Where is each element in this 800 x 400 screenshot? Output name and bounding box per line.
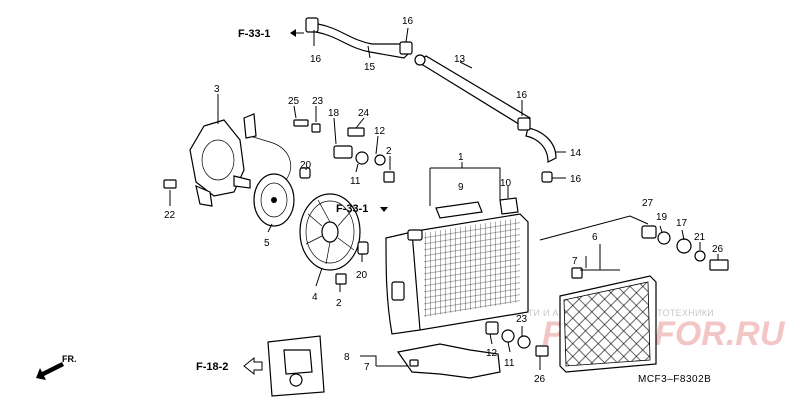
hose-14	[517, 117, 557, 183]
callout-23: 23	[312, 96, 324, 107]
callout-17: 17	[676, 218, 688, 229]
callout-8: 8	[344, 352, 350, 363]
callout-12: 12	[486, 348, 498, 359]
callouts: 16 15 16 13 16 14 16 1 9 10 3 25 23 18 2…	[164, 16, 724, 385]
callout-14: 14	[570, 148, 582, 159]
callout-3: 3	[214, 84, 220, 95]
callout-25: 25	[288, 96, 300, 107]
front-direction-label: FR.	[62, 354, 77, 364]
callout-22: 22	[164, 210, 176, 221]
callout-7: 7	[572, 256, 578, 267]
fan-motor	[249, 135, 295, 227]
callout-9: 9	[458, 182, 464, 193]
callout-16: 16	[516, 90, 528, 101]
callout-27: 27	[642, 198, 654, 209]
callout-26: 26	[534, 374, 546, 385]
front-direction-arrow: FR.	[36, 354, 77, 380]
callout-20: 20	[356, 270, 368, 281]
ref-f18: F-18-2	[196, 361, 228, 373]
radiator	[385, 197, 529, 335]
hose-upper-15	[305, 17, 413, 59]
hose-pipe-13	[414, 54, 531, 127]
callout-2: 2	[386, 146, 392, 157]
callout-6: 6	[592, 232, 598, 243]
callout-10: 10	[500, 178, 512, 189]
callout-15: 15	[364, 62, 376, 73]
radiator-lower-hardware	[485, 321, 549, 357]
diagram-code: MCF3–F8302B	[638, 374, 711, 385]
callout-11: 11	[504, 358, 515, 369]
small-hardware	[163, 113, 395, 285]
callout-21: 21	[694, 232, 706, 243]
cooling-fan	[299, 193, 361, 271]
fan-bracket	[189, 119, 251, 207]
reference-arrows	[243, 29, 388, 376]
grille-mount-hardware	[641, 225, 729, 271]
ref-f33-mid: F-33-1	[336, 203, 368, 215]
callout-26: 26	[712, 244, 724, 255]
callout-7: 7	[364, 362, 370, 373]
callout-4: 4	[312, 292, 318, 303]
ref-f33-top: F-33-1	[238, 28, 270, 40]
callout-1: 1	[458, 152, 464, 163]
callout-16: 16	[570, 174, 582, 185]
callout-16: 16	[310, 54, 322, 65]
callout-18: 18	[328, 108, 340, 119]
callout-11: 11	[350, 176, 361, 187]
callout-12: 12	[374, 126, 386, 137]
callout-16: 16	[402, 16, 414, 27]
radiator-grille	[559, 275, 657, 373]
callout-20: 20	[300, 160, 312, 171]
callout-2: 2	[336, 298, 342, 309]
callout-13: 13	[454, 54, 466, 65]
callout-19: 19	[656, 212, 668, 223]
callout-24: 24	[358, 108, 370, 119]
lower-bracket	[396, 267, 583, 379]
callout-23: 23	[516, 314, 528, 325]
callout-5: 5	[264, 238, 270, 249]
reservoir-inset	[267, 335, 325, 397]
